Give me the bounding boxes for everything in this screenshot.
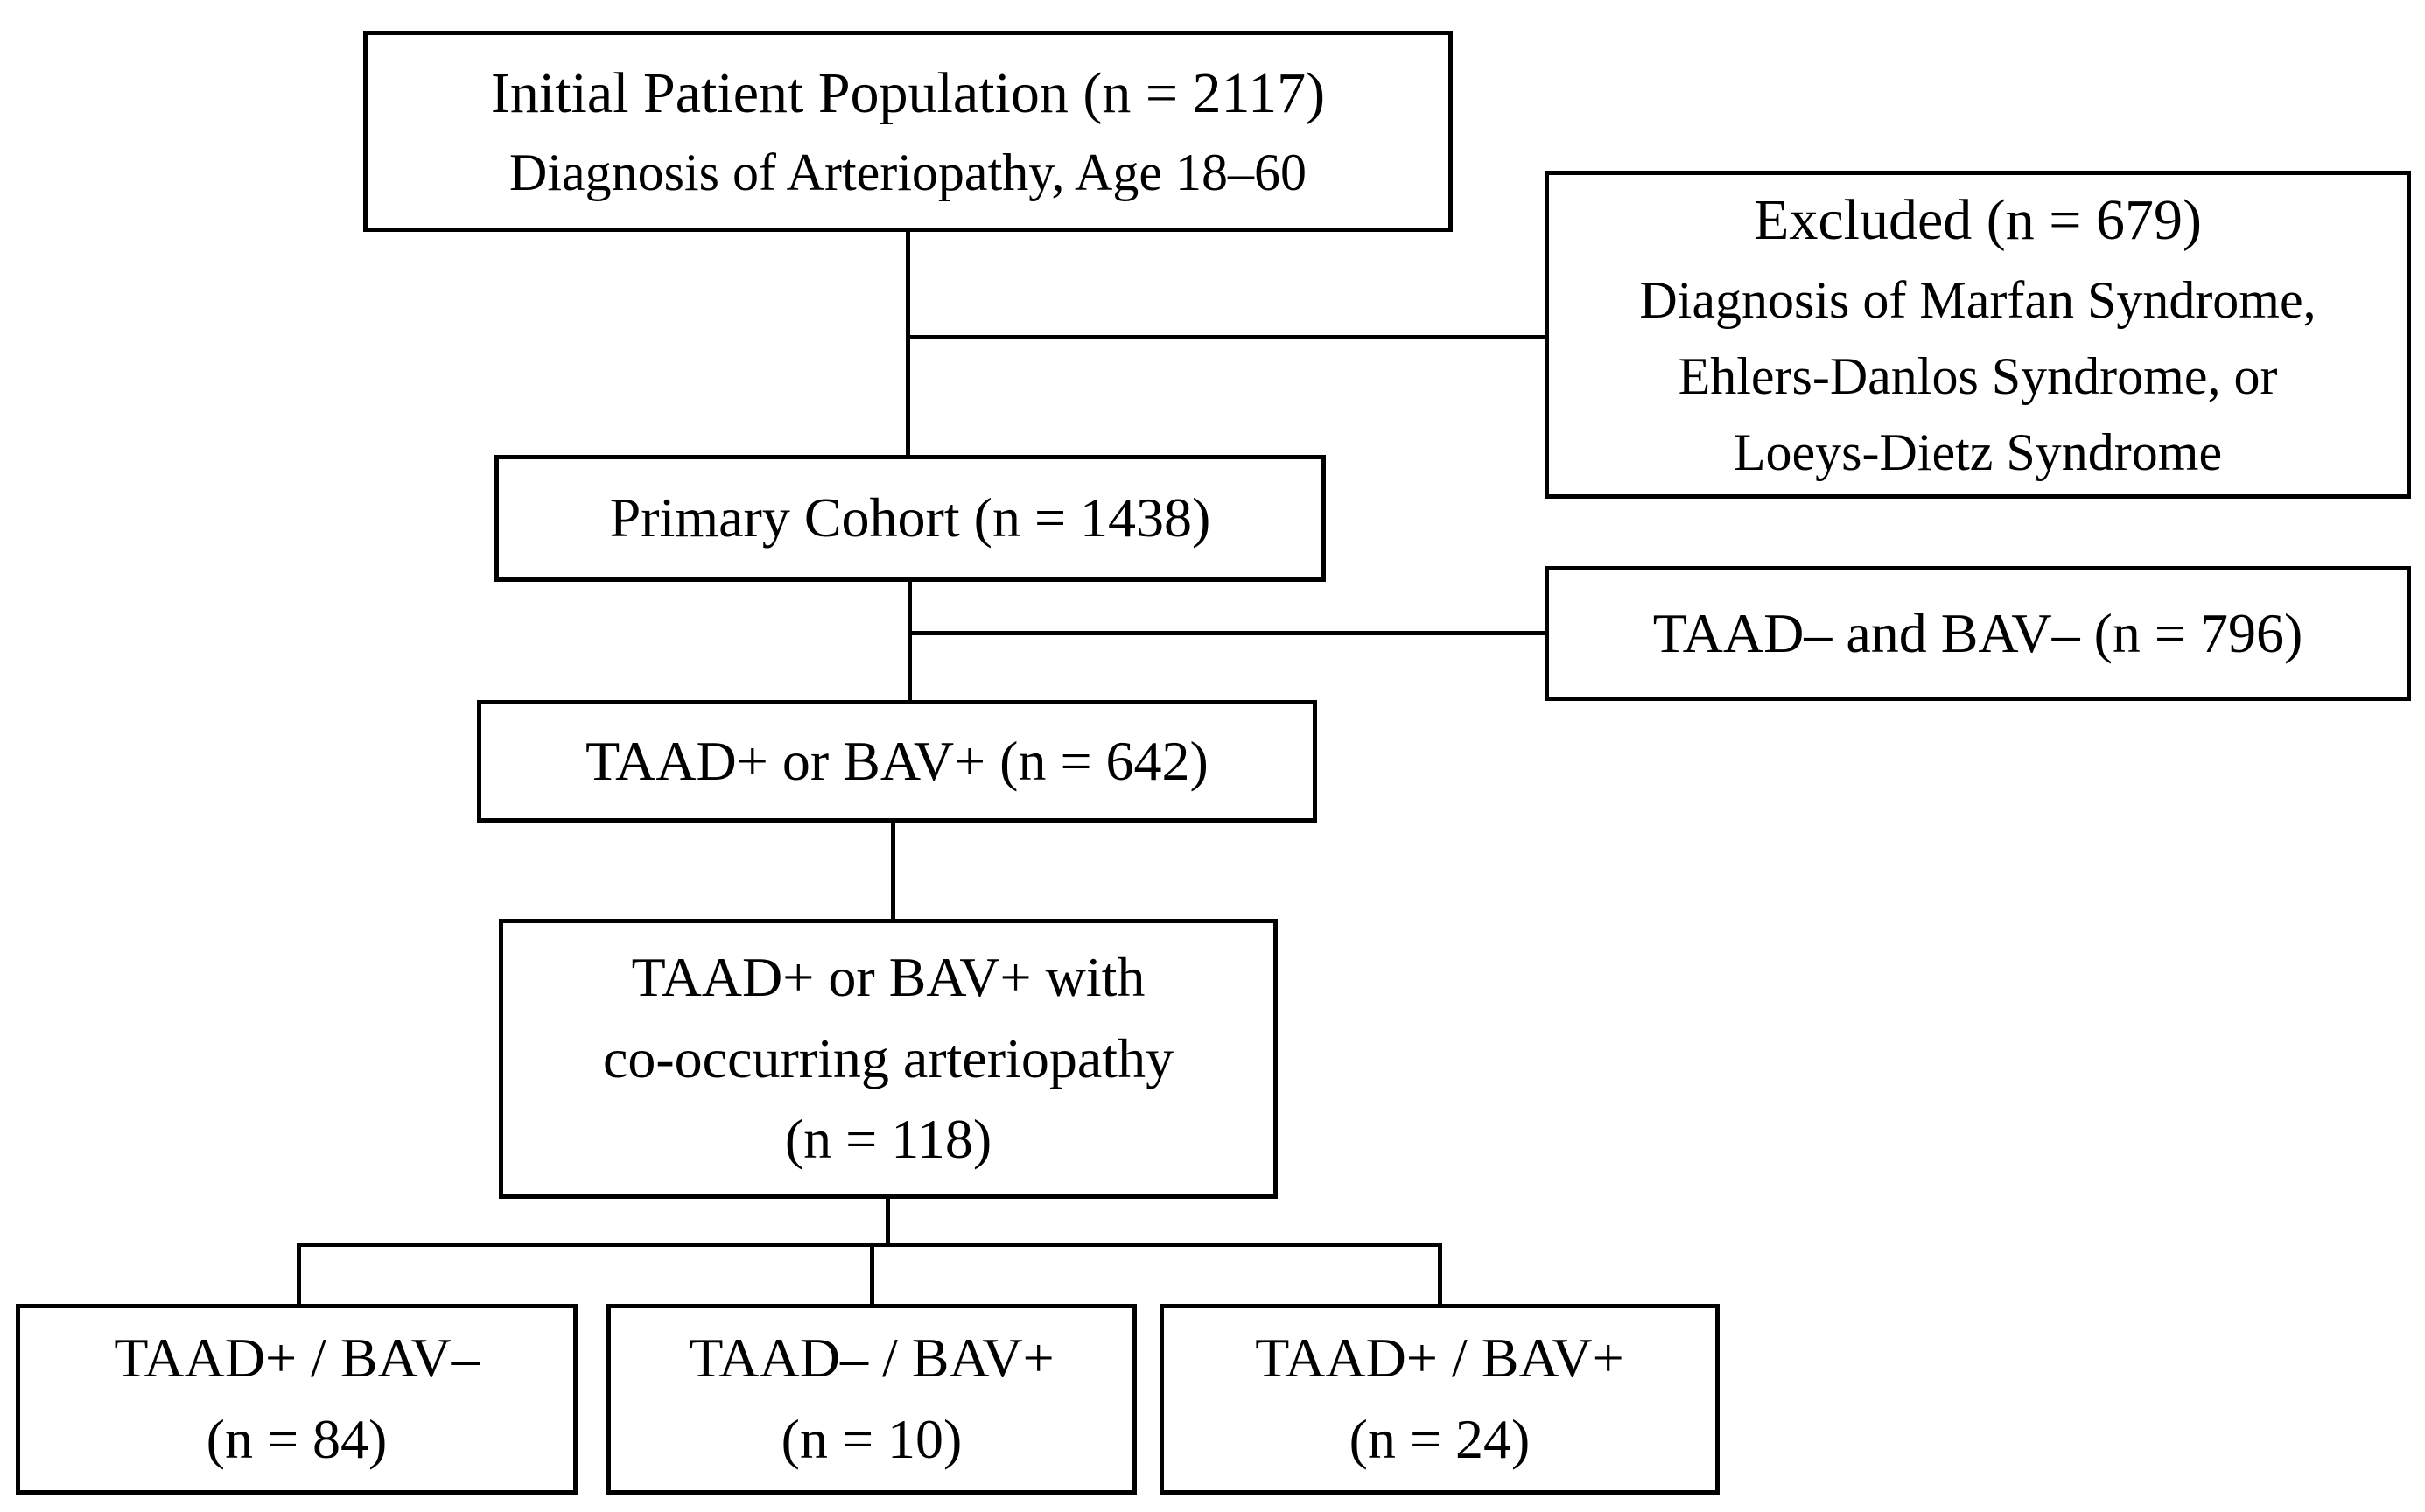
connector-primary-to-taad-or-bav xyxy=(908,582,912,700)
box-taad-neg-bav-pos-line1: TAAD– / BAV+ xyxy=(689,1326,1055,1390)
box-excluded: Excluded (n = 679) Diagnosis of Marfan S… xyxy=(1545,171,2411,499)
box-taad-pos-bav-neg: TAAD+ / BAV– (n = 84) xyxy=(16,1304,578,1494)
box-cooccurring-line2: co-occurring arteriopathy xyxy=(602,1026,1174,1089)
box-taad-neg-bav-pos: TAAD– / BAV+ (n = 10) xyxy=(606,1304,1137,1494)
connector-cooccurring-to-branch xyxy=(886,1199,890,1247)
connector-primary-to-taad-neg-bav-neg xyxy=(909,631,1545,635)
connector-taad-or-bav-to-cooccurring xyxy=(891,822,895,919)
box-taad-pos-bav-neg-line2: (n = 84) xyxy=(206,1408,388,1470)
box-excluded-line1: Excluded (n = 679) xyxy=(1754,188,2202,253)
box-taad-or-bav-pos: TAAD+ or BAV+ (n = 642) xyxy=(477,700,1317,822)
box-initial-population: Initial Patient Population (n = 2117) Di… xyxy=(363,31,1453,232)
box-initial-population-line2: Diagnosis of Arteriopathy, Age 18–60 xyxy=(509,144,1307,202)
connector-initial-to-excluded xyxy=(906,335,1545,340)
branch-horizontal-line xyxy=(297,1242,1442,1247)
box-taad-pos-bav-pos-line1: TAAD+ / BAV+ xyxy=(1255,1326,1624,1390)
connector-initial-to-primary xyxy=(906,232,910,455)
box-primary-cohort: Primary Cohort (n = 1438) xyxy=(494,455,1326,582)
box-taad-pos-bav-pos: TAAD+ / BAV+ (n = 24) xyxy=(1160,1304,1720,1494)
box-cooccurring-line1: TAAD+ or BAV+ with xyxy=(631,945,1146,1008)
box-taad-neg-bav-pos-line2: (n = 10) xyxy=(781,1408,963,1470)
box-taad-neg-bav-neg-line1: TAAD– and BAV– (n = 796) xyxy=(1652,601,2303,664)
box-cooccurring-line3: (n = 118) xyxy=(784,1108,992,1171)
box-primary-cohort-line1: Primary Cohort (n = 1438) xyxy=(609,486,1211,550)
box-cooccurring-arteriopathy: TAAD+ or BAV+ with co-occurring arteriop… xyxy=(499,919,1278,1199)
branch-stub-middle xyxy=(870,1245,874,1304)
box-excluded-line2: Diagnosis of Marfan Syndrome, xyxy=(1639,270,2316,329)
box-taad-pos-bav-neg-line1: TAAD+ / BAV– xyxy=(114,1326,480,1390)
branch-stub-right xyxy=(1438,1245,1442,1304)
box-taad-neg-bav-neg: TAAD– and BAV– (n = 796) xyxy=(1545,566,2411,701)
box-excluded-line4: Loeys-Dietz Syndrome xyxy=(1733,423,2223,481)
box-taad-or-bav-pos-line1: TAAD+ or BAV+ (n = 642) xyxy=(585,729,1209,792)
branch-stub-left xyxy=(297,1245,301,1304)
box-excluded-line3: Ehlers-Danlos Syndrome, or xyxy=(1678,346,2278,405)
box-initial-population-line1: Initial Patient Population (n = 2117) xyxy=(490,60,1326,125)
box-taad-pos-bav-pos-line2: (n = 24) xyxy=(1349,1408,1531,1470)
